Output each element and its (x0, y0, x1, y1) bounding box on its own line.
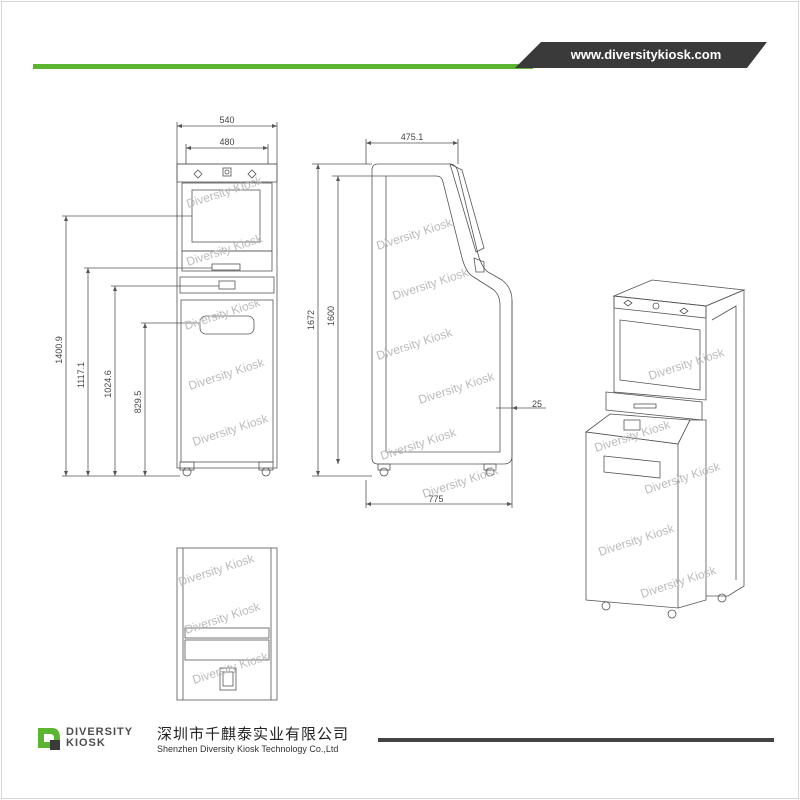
logo-line-2: KIOSK (66, 737, 106, 749)
company-logo: DIVERSITY KIOSK (36, 724, 146, 754)
watermark-text: Diversity Kiosk (191, 411, 271, 449)
watermark-text: Diversity Kiosk (185, 231, 265, 269)
website-url-banner[interactable]: www.diversitykiosk.com (515, 42, 767, 68)
dim-height-1117: 1117.1 (76, 362, 86, 388)
footer-divider (378, 738, 774, 742)
watermark-text: Diversity Kiosk (187, 355, 267, 393)
dim-height-1600: 1600 (326, 306, 336, 326)
header-accent-line (33, 64, 533, 69)
dimension-arrows (64, 124, 517, 506)
watermark-text: Diversity Kiosk (183, 599, 263, 637)
watermarks: Diversity Kiosk Diversity Kiosk Diversit… (177, 173, 727, 687)
side-view (312, 139, 546, 508)
dim-depth-top: 475.1 (401, 132, 424, 142)
dim-width-inner: 480 (219, 137, 234, 147)
watermark-text: Diversity Kiosk (185, 173, 265, 211)
watermark-text: Diversity Kiosk (183, 295, 263, 333)
watermark-text: Diversity Kiosk (191, 649, 271, 687)
watermark-text: Diversity Kiosk (593, 417, 673, 455)
watermark-text: Diversity Kiosk (177, 551, 257, 589)
dim-offset: 25 (532, 399, 542, 409)
watermark-text: Diversity Kiosk (639, 563, 719, 601)
logo-text: DIVERSITY KIOSK (66, 727, 133, 749)
dim-height-1024: 1024.6 (103, 370, 113, 398)
logo-mark-icon (38, 728, 60, 750)
company-name-english: Shenzhen Diversity Kiosk Technology Co.,… (157, 744, 339, 754)
watermark-text: Diversity Kiosk (647, 345, 727, 383)
watermark-text: Diversity Kiosk (421, 463, 501, 501)
watermark-text: Diversity Kiosk (375, 325, 455, 363)
top-view (176, 547, 278, 701)
dim-width-outer: 540 (219, 115, 234, 125)
isometric-view (584, 279, 746, 619)
dim-height-1400: 1400.9 (54, 336, 64, 364)
watermark-text: Diversity Kiosk (597, 521, 677, 559)
front-view (62, 122, 278, 477)
dim-height-829: 829.5 (133, 391, 143, 414)
dim-height-1672: 1672 (306, 310, 316, 330)
watermark-text: Diversity Kiosk (643, 459, 723, 497)
logo-line-1: DIVERSITY (66, 726, 134, 738)
watermark-text: Diversity Kiosk (375, 215, 455, 253)
company-name-chinese: 深圳市千麒泰实业有限公司 (157, 725, 350, 743)
dim-depth-base: 775 (428, 494, 443, 504)
watermark-text: Diversity Kiosk (417, 369, 497, 407)
watermark-text: Diversity Kiosk (391, 265, 471, 303)
watermark-text: Diversity Kiosk (379, 425, 459, 463)
